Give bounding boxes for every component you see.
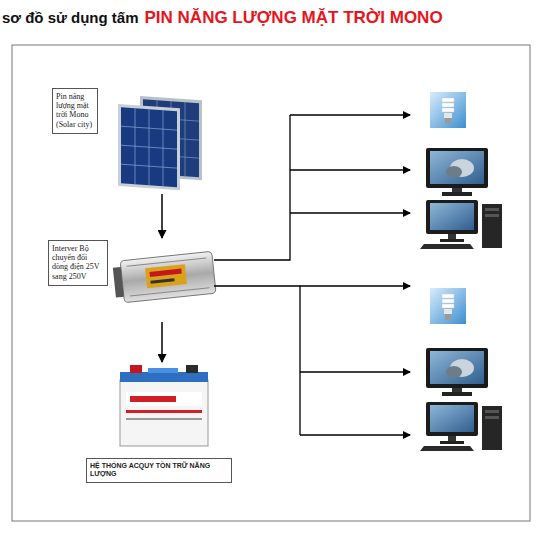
- battery-part: [126, 410, 202, 413]
- solar-panel-part: [118, 104, 180, 190]
- battery-part: [126, 392, 202, 406]
- load-wires-part: [214, 286, 300, 435]
- node-text: Interver Bộ chuyển đổi dòng điện 25V san…: [52, 244, 104, 281]
- battery-part: [120, 380, 208, 446]
- flow-arrow: [161, 194, 163, 238]
- solar-panel-part-part: [118, 104, 180, 190]
- inverter-node: Interver Bộ chuyển đổi dòng điện 25V san…: [46, 238, 218, 322]
- inverter: [112, 251, 216, 303]
- battery: [120, 365, 208, 446]
- inverter-part: [113, 267, 124, 298]
- solar-panel-part-part: [121, 107, 177, 187]
- heading-label: sơ đồ sử dụng tấm: [2, 9, 139, 26]
- inverter-part: [120, 251, 216, 302]
- flow-arrow: [161, 322, 163, 362]
- bulb-icon: [430, 92, 466, 128]
- pc-icon: [420, 402, 502, 451]
- load-wires-part: [300, 285, 410, 286]
- pc-icon: [420, 200, 502, 249]
- bulb-icon: [430, 288, 466, 324]
- node-text: Pin năng lượng mặt trời Mono (Solar city…: [56, 92, 94, 129]
- load-wires: [214, 115, 410, 435]
- title: PIN NĂNG LƯỢNG MẶT TRỜI MONO: [145, 8, 443, 28]
- battery-part: [130, 396, 176, 402]
- node-text: HỆ THỐNG ACQUY TỒN TRỮ NĂNG LƯỢNG: [90, 462, 228, 478]
- load-wires-part: [290, 114, 410, 115]
- load-wires-part: [300, 371, 410, 372]
- inverter-part: [145, 264, 187, 288]
- battery-part: [148, 368, 178, 373]
- heading: sơ đồ sử dụng tấm PIN NĂNG LƯỢNG MẶT TRỜI…: [2, 8, 443, 28]
- solar-panel: [118, 96, 202, 190]
- battery-part: [126, 418, 202, 420]
- solar-panel-part-part: [121, 107, 177, 187]
- load-wires-part: [300, 434, 410, 435]
- battery-part: [120, 372, 208, 382]
- battery-part: [186, 365, 198, 373]
- inverter-part: [149, 269, 181, 277]
- tv-icon: [426, 348, 488, 396]
- load-wires-part: [290, 169, 410, 170]
- label-box: Interver Bộ chuyển đổi dòng điện 25V san…: [48, 240, 108, 286]
- tv-icon: [426, 148, 488, 196]
- load-wires-part: [214, 115, 290, 260]
- battery-part: [130, 365, 142, 373]
- load-wires-part: [290, 212, 410, 213]
- battery-node: HỆ THỐNG ACQUY TỒN TRỮ NĂNG LƯỢNG: [84, 362, 236, 486]
- label-box: Pin năng lượng mặt trời Mono (Solar city…: [52, 88, 98, 134]
- inverter-part: [150, 278, 174, 283]
- outer-frame: [12, 45, 530, 521]
- solar-panel-node: Pin năng lượng mặt trời Mono (Solar city…: [50, 86, 208, 194]
- label-box: HỆ THỐNG ACQUY TỒN TRỮ NĂNG LƯỢNG: [86, 458, 232, 483]
- inverter-part: [127, 258, 210, 296]
